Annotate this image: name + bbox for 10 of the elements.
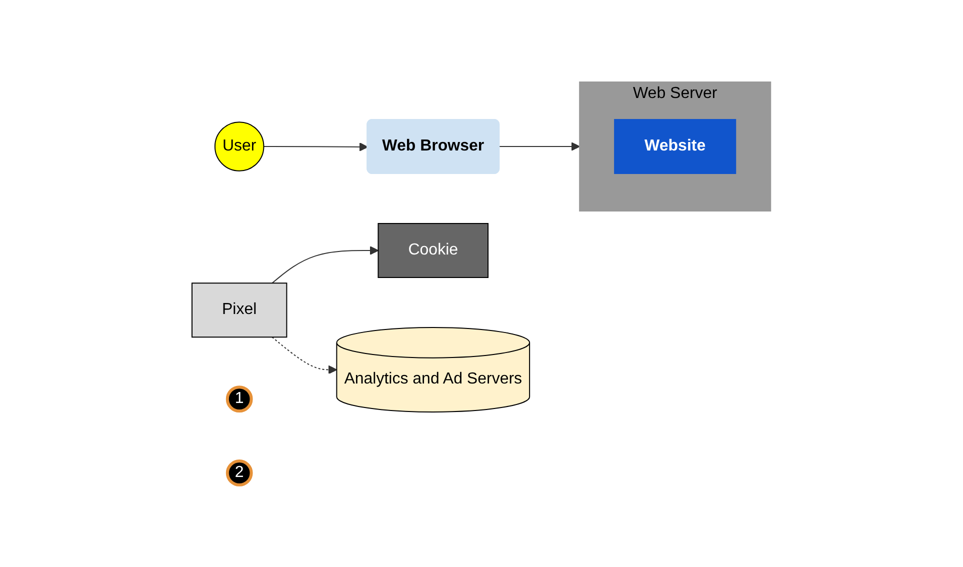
arrow [498,142,580,151]
node-circle: 2 [226,460,253,486]
node-box: Pixel [192,282,288,338]
arrow [272,336,338,374]
arrow [272,246,379,284]
node-box: Website [614,119,736,174]
node-circle: 1 [226,386,253,413]
node-box: Cookie [378,223,489,278]
arrow [263,142,368,152]
node-circle: User [214,122,264,172]
